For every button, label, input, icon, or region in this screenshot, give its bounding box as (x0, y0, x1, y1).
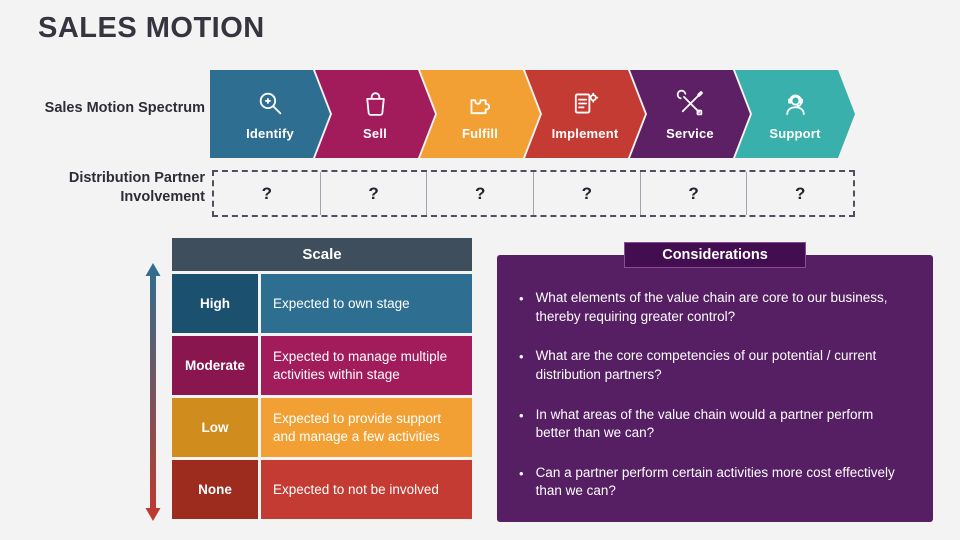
consideration-item: • What elements of the value chain are c… (519, 289, 895, 326)
involvement-placeholder: ? (534, 172, 641, 215)
involvement-row-label: Distribution Partner Involvement (68, 170, 205, 205)
scale-row-low: Low Expected to provide support and mana… (172, 398, 472, 457)
involvement-placeholder: ? (641, 172, 748, 215)
involvement-placeholder: ? (795, 183, 806, 203)
bullet-icon: • (519, 349, 524, 365)
scale-level-cell: Moderate (172, 336, 258, 395)
stage-identify: Identify (210, 70, 330, 158)
stage-fulfill: Fulfill (420, 70, 540, 158)
stage-sell: Sell (315, 70, 435, 158)
stage-label: Service (666, 125, 714, 141)
consideration-text: Can a partner perform certain activities… (535, 464, 895, 499)
stage-support: Support (735, 70, 855, 158)
scale-description-cell: Expected to own stage (261, 274, 472, 333)
considerations-panel: Considerations • What elements of the va… (497, 242, 933, 522)
sales-motion-spectrum: Identify Sell Fulfill (210, 70, 855, 158)
blueprint-gear-icon (570, 88, 601, 119)
magnifier-icon (255, 88, 286, 119)
scale-row-none: None Expected to not be involved (172, 460, 472, 519)
scale-table-header: Scale (172, 238, 472, 271)
bullet-icon: • (519, 407, 524, 423)
consideration-item: • What are the core competencies of our … (519, 347, 895, 384)
involvement-placeholder: ? (214, 172, 321, 215)
consideration-text: In what areas of the value chain would a… (535, 406, 874, 441)
scale-gradient-arrow (145, 263, 161, 526)
stage-label: Sell (363, 125, 387, 141)
stage-label: Fulfill (461, 125, 499, 141)
shopping-bag-icon (360, 88, 391, 119)
involvement-placeholder: ? (427, 172, 535, 215)
stage-label: Identify (246, 125, 294, 141)
stage-implement: Implement (525, 70, 645, 158)
tools-icon (675, 88, 706, 119)
puzzle-icon (465, 88, 496, 119)
scale-level-cell: None (172, 460, 258, 519)
involvement-placeholder: ? (321, 172, 428, 215)
consideration-text: What elements of the value chain are cor… (535, 290, 888, 324)
stage-service: Service (630, 70, 750, 158)
scale-description-cell: Expected to provide support and manage a… (261, 398, 472, 457)
bullet-icon: • (519, 291, 524, 306)
spectrum-row-label: Sales Motion Spectrum (44, 100, 205, 116)
scale-description-cell: Expected to not be involved (261, 460, 472, 519)
scale-description-cell: Expected to manage multiple activities w… (261, 336, 472, 395)
scale-level-cell: High (172, 274, 258, 333)
consideration-item: • Can a partner perform certain activiti… (519, 464, 895, 501)
considerations-list: • What elements of the value chain are c… (497, 255, 933, 511)
scale-row-moderate: Moderate Expected to manage multiple act… (172, 336, 472, 395)
stage-label: Support (769, 125, 821, 141)
consideration-item: • In what areas of the value chain would… (519, 406, 895, 443)
scale-level-cell: Low (172, 398, 258, 457)
partner-involvement-box: ? ? ? ? ? ? (212, 170, 855, 217)
bullet-icon: • (519, 465, 524, 481)
scale-row-high: High Expected to own stage (172, 274, 472, 333)
support-agent-icon (780, 88, 811, 119)
consideration-text: What are the core competencies of our po… (535, 348, 877, 382)
page-title: SALES MOTION (38, 12, 265, 44)
scale-table: Scale High Expected to own stage Moderat… (172, 238, 472, 522)
stage-label: Implement (551, 125, 619, 141)
considerations-header: Considerations (624, 242, 806, 268)
